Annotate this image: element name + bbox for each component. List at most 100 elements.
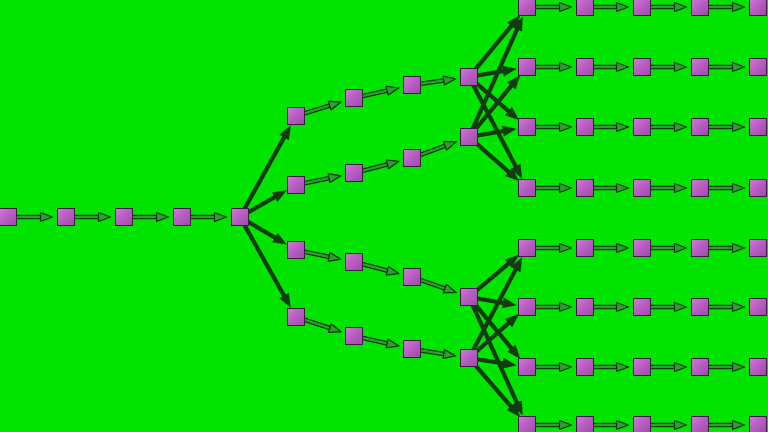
edge-arrowhead: [442, 75, 457, 86]
graph-node: [518, 358, 536, 376]
edge-arrowhead: [504, 254, 519, 269]
edge-arrowhead: [558, 419, 573, 431]
edge-arrowhead: [673, 242, 688, 254]
graph-edge: [302, 249, 342, 262]
edge-arrowhead: [501, 297, 517, 309]
edge-arrowhead: [731, 301, 746, 313]
graph-edge: [471, 15, 521, 74]
graph-edge: [360, 335, 400, 349]
graph-edge: [241, 125, 291, 213]
edge-arrowhead: [504, 167, 520, 182]
graph-edge: [302, 100, 342, 116]
graph-edge: [592, 61, 630, 73]
edge-line: [470, 81, 519, 171]
graph-edge: [534, 419, 573, 431]
graph-edge: [418, 140, 457, 158]
graph-edge: [73, 211, 112, 223]
edge-arrowhead: [272, 232, 287, 245]
graph-edge: [707, 419, 746, 431]
graph-node: [633, 358, 651, 376]
graph-edge: [15, 211, 54, 223]
graph-node: [749, 179, 767, 197]
graph-node: [633, 298, 651, 316]
edge-line: [469, 25, 520, 133]
graph-node: [633, 58, 651, 76]
graph-node: [287, 308, 305, 326]
edge-arrowhead: [213, 211, 228, 223]
graph-edge: [469, 16, 523, 133]
edge-arrowhead: [673, 121, 688, 133]
graph-edge: [360, 261, 400, 276]
graph-node: [749, 358, 767, 376]
edge-arrowhead: [385, 159, 400, 170]
graph-node: [287, 241, 305, 259]
graph-edge: [534, 242, 573, 254]
graph-edge: [189, 211, 228, 223]
edge-arrowhead: [39, 211, 54, 223]
edge-line: [470, 265, 519, 354]
graph-edge: [419, 347, 457, 360]
edge-arrowhead: [501, 125, 517, 137]
edge-arrowhead: [504, 313, 520, 328]
graph-edge: [471, 361, 521, 418]
graph-node: [691, 118, 709, 136]
edge-line: [471, 361, 515, 411]
edge-line: [241, 133, 288, 213]
graph-edge: [649, 121, 688, 133]
edge-layer: [15, 1, 746, 431]
graph-node: [403, 268, 421, 286]
graph-node: [749, 298, 767, 316]
graph-node: [518, 58, 536, 76]
edge-line: [474, 128, 507, 138]
edge-line: [420, 79, 444, 85]
edge-arrowhead: [673, 182, 688, 194]
graph-node: [691, 239, 709, 257]
edge-arrowhead: [673, 361, 688, 373]
graph-edge: [472, 79, 520, 121]
edge-arrowhead: [506, 402, 521, 418]
edge-line: [303, 104, 330, 115]
graph-edge: [592, 182, 630, 194]
graph-node: [633, 179, 651, 197]
graph-edge: [592, 121, 630, 133]
graph-edge: [302, 317, 342, 333]
graph-edge: [707, 1, 746, 13]
graph-node: [403, 76, 421, 94]
graph-node: [460, 128, 478, 146]
graph-edge: [707, 61, 746, 73]
edge-arrowhead: [731, 61, 746, 73]
graph-node: [749, 58, 767, 76]
graph-node: [576, 416, 594, 432]
graph-node: [345, 253, 363, 271]
graph-node: [518, 239, 536, 257]
graph-edge: [707, 121, 746, 133]
graph-node: [691, 298, 709, 316]
edge-arrowhead: [507, 75, 521, 90]
edge-arrowhead: [615, 301, 630, 313]
edge-arrowhead: [558, 1, 573, 13]
graph-node: [403, 340, 421, 358]
edge-line: [244, 194, 279, 216]
edge-line: [419, 144, 446, 157]
edge-arrowhead: [558, 121, 573, 133]
graph-node: [749, 118, 767, 136]
graph-edge: [302, 173, 342, 186]
graph-edge: [592, 361, 630, 373]
graph-edge: [241, 221, 291, 308]
graph-edge: [244, 190, 287, 216]
edge-arrowhead: [504, 106, 520, 121]
graph-node: [576, 358, 594, 376]
edge-arrowhead: [731, 242, 746, 254]
edge-arrowhead: [507, 344, 521, 359]
edge-line: [472, 79, 513, 115]
graph-edge: [707, 301, 746, 313]
edge-line: [471, 82, 515, 134]
graph-edge: [534, 1, 573, 13]
edge-line: [420, 349, 444, 356]
graph-node: [518, 118, 536, 136]
edge-arrowhead: [442, 140, 457, 151]
edge-arrowhead: [615, 1, 630, 13]
edge-line: [241, 221, 288, 300]
edge-arrowhead: [442, 348, 457, 360]
